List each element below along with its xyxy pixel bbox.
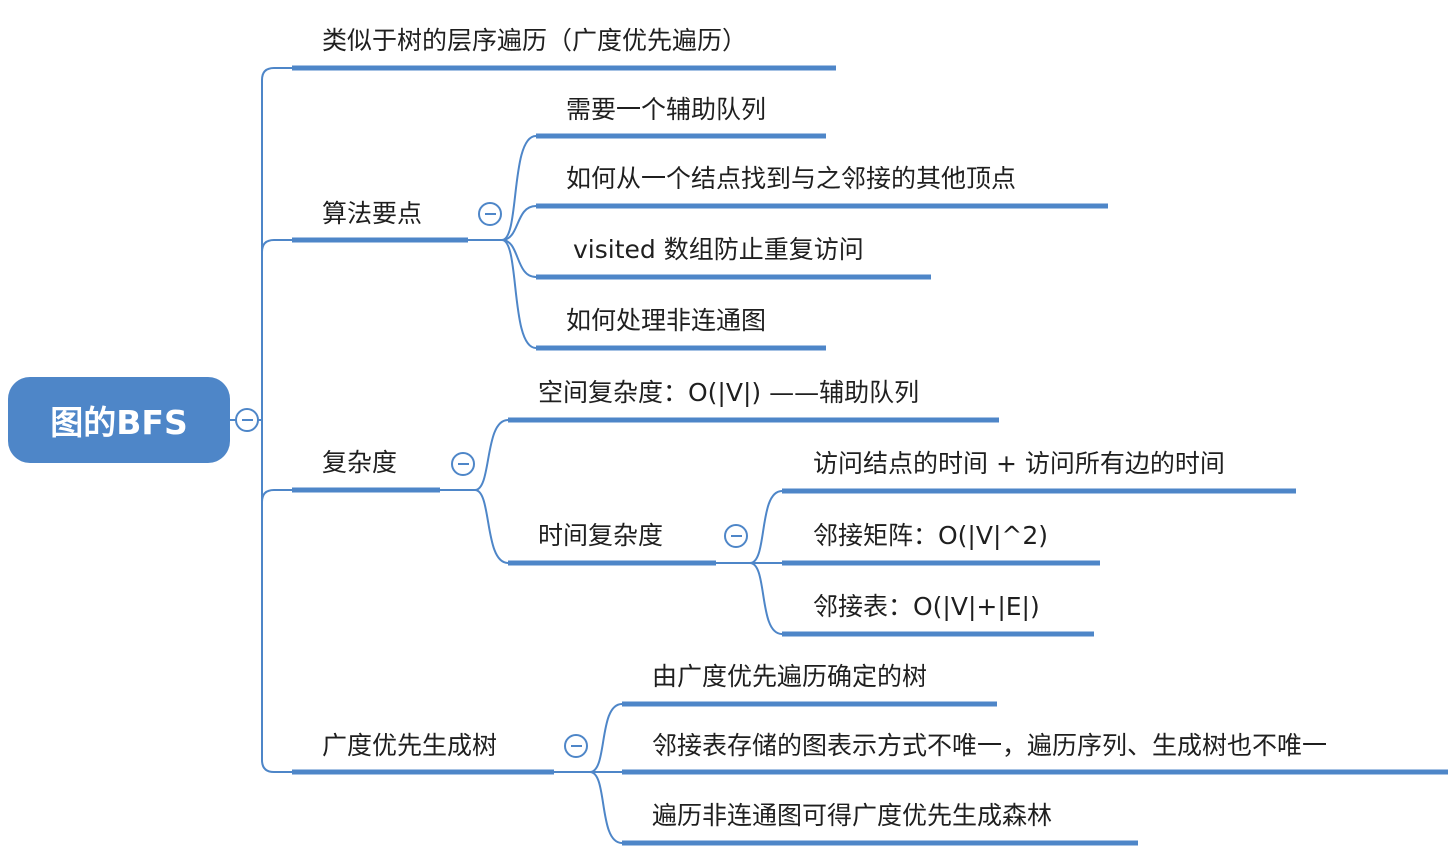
node-visited-array[interactable]: visited 数组防止重复访问 xyxy=(573,235,864,264)
node-find-adjacent[interactable]: 如何从一个结点找到与之邻接的其他顶点 xyxy=(566,164,1017,193)
node-aux-queue[interactable]: 需要一个辅助队列 xyxy=(566,95,767,124)
node-not-unique[interactable]: 邻接表存储的图表示方式不唯一，遍历序列、生成树也不唯一 xyxy=(652,731,1328,760)
node-visit-time[interactable]: 访问结点的时间 + 访问所有边的时间 xyxy=(813,449,1225,478)
node-bfs-tree[interactable]: 由广度优先遍历确定的树 xyxy=(652,662,928,691)
algorithm-collapse-icon[interactable] xyxy=(478,202,502,226)
node-time-complexity[interactable]: 时间复杂度 xyxy=(538,521,664,550)
node-tree-level-order[interactable]: 类似于树的层序遍历（广度优先遍历） xyxy=(322,26,748,55)
node-bfs-spanning-tree[interactable]: 广度优先生成树 xyxy=(322,731,498,760)
spanning-tree-collapse-icon[interactable] xyxy=(564,734,588,758)
node-bfs-forest[interactable]: 遍历非连通图可得广度优先生成森林 xyxy=(652,801,1053,830)
root-collapse-icon[interactable] xyxy=(235,408,259,432)
node-adjacency-list[interactable]: 邻接表：O(|V|+|E|) xyxy=(813,592,1040,621)
node-adjacency-matrix[interactable]: 邻接矩阵：O(|V|^2) xyxy=(813,521,1048,550)
complexity-collapse-icon[interactable] xyxy=(451,452,475,476)
node-space-complexity[interactable]: 空间复杂度：O(|V|) ——辅助队列 xyxy=(538,378,920,407)
root-node[interactable]: 图的BFS xyxy=(8,377,230,463)
node-algorithm-points[interactable]: 算法要点 xyxy=(322,199,423,228)
node-complexity[interactable]: 复杂度 xyxy=(322,448,398,477)
node-disconnected-graph[interactable]: 如何处理非连通图 xyxy=(566,306,767,335)
time-complexity-collapse-icon[interactable] xyxy=(724,524,748,548)
